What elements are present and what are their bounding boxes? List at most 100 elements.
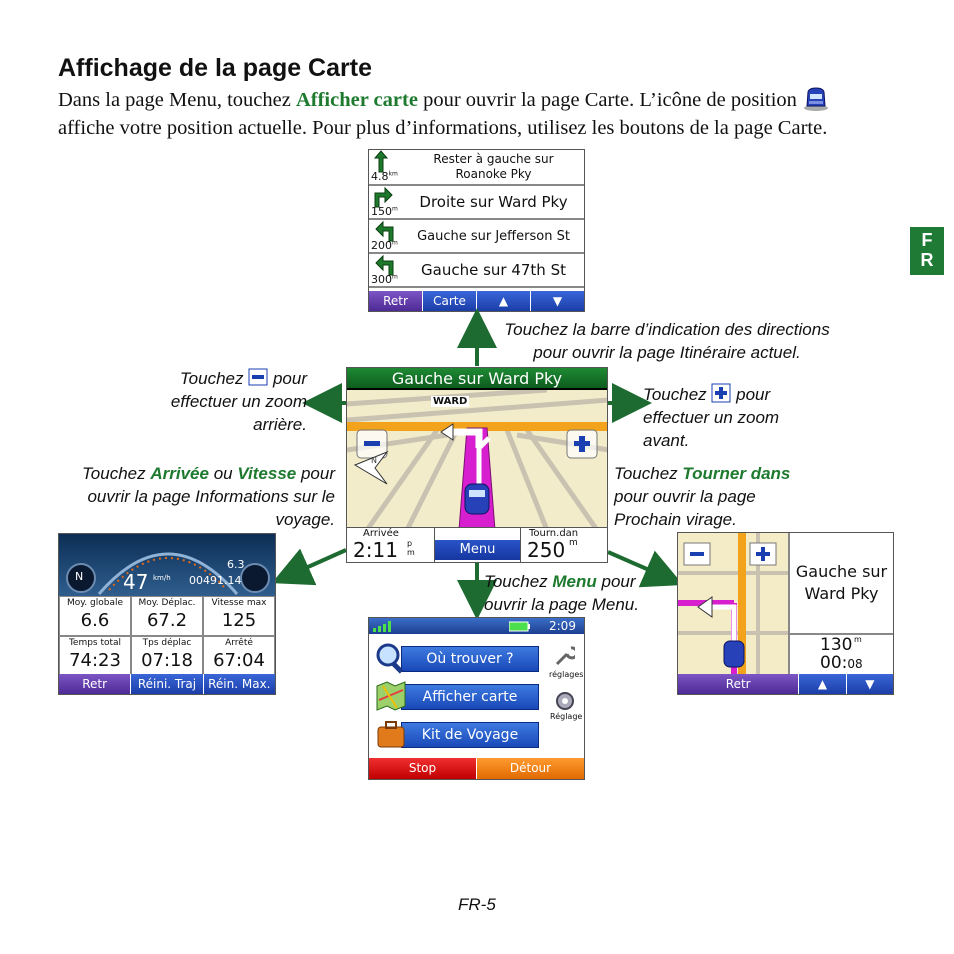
- caption-line: pour ouvrir la page Itinéraire actuel.: [533, 343, 801, 362]
- view-map-button[interactable]: Afficher carte: [401, 684, 539, 710]
- trip-odometer-value: 6.3: [227, 558, 245, 571]
- caption-text: Touchez: [484, 572, 553, 591]
- caption-text: pour: [596, 572, 636, 591]
- turn-distance-unit: m: [854, 635, 862, 644]
- odometer-value: 00491.14: [189, 574, 242, 587]
- reset-trip-button[interactable]: Réini. Traj: [131, 674, 204, 694]
- back-button[interactable]: Retr: [59, 674, 132, 694]
- speedometer-gauge-icon: [66, 552, 270, 595]
- clock-time: 2:09: [549, 619, 576, 633]
- caption-highlight: Menu: [552, 572, 597, 591]
- trip-cell-label: Arrêté: [225, 638, 253, 648]
- where-to-item[interactable]: Où trouver ?: [375, 642, 539, 674]
- street-label: WARD: [431, 396, 470, 407]
- route-instruction: Rester à gauche sur: [433, 152, 554, 166]
- battery-icon: [509, 621, 530, 632]
- compass-label: N: [371, 456, 377, 465]
- route-distance: 200: [371, 239, 392, 252]
- trip-cell[interactable]: Vitesse max 125: [203, 596, 275, 636]
- scroll-up-button[interactable]: ▲: [477, 291, 531, 311]
- page-title: Affichage de la page Carte: [58, 54, 372, 82]
- scroll-down-button[interactable]: ▼: [846, 674, 893, 694]
- arrival-value: 2:11: [353, 538, 398, 562]
- trip-cell-value: 74:23: [69, 650, 121, 671]
- route-distance-unit: m: [392, 205, 398, 213]
- turn-left-arrow-icon: 300m: [369, 253, 403, 287]
- turn-distance: 130: [820, 635, 853, 655]
- reset-max-button[interactable]: Réin. Max.: [203, 674, 275, 694]
- next-turn-info: Gauche sur Ward Pky 130 m 00:08: [788, 533, 893, 675]
- route-row[interactable]: 4.8km Rester à gauche sur Roanoke Pky: [369, 150, 584, 186]
- caption-text: Touchez: [614, 464, 683, 483]
- trip-cell-label: Vitesse max: [211, 598, 267, 608]
- status-bar: 2:09: [369, 618, 584, 634]
- turn-right-arrow-icon: 150m: [369, 185, 403, 219]
- stop-button[interactable]: Stop: [369, 758, 477, 779]
- caption-line: Prochain virage.: [614, 510, 737, 529]
- back-button[interactable]: Retr: [369, 291, 423, 311]
- caption-text: Touchez: [643, 385, 707, 404]
- arrival-suffix-top: p: [407, 539, 413, 548]
- caption-line: ouvrir la page Menu.: [484, 595, 639, 614]
- turn-left-arrow-icon: 200m: [369, 219, 403, 253]
- route-distance: 4.8: [371, 170, 389, 183]
- arrow-down-right: [607, 550, 684, 588]
- map-button[interactable]: Carte: [423, 291, 477, 311]
- signal-strength-icon: [373, 621, 391, 632]
- trip-cell-label: Moy. globale: [66, 598, 124, 608]
- turn-softkey-bar: Retr ▲ ▼: [678, 674, 893, 694]
- trip-cell-label: Tps déplac: [142, 638, 192, 648]
- route-row[interactable]: 150m Droite sur Ward Pky: [369, 186, 584, 220]
- scroll-up-button[interactable]: ▲: [799, 674, 847, 694]
- menu-button[interactable]: Menu: [435, 540, 520, 560]
- direction-bar[interactable]: Gauche sur Ward Pky: [347, 368, 607, 390]
- route-row[interactable]: 200m Gauche sur Jefferson St: [369, 220, 584, 254]
- caption-line: voyage.: [275, 510, 335, 529]
- turn-distance-value: 250: [527, 538, 566, 562]
- caption-line: ouvrir la page Informations sur le: [87, 487, 335, 506]
- intro-link-afficher-carte: Afficher carte: [295, 89, 418, 111]
- wrench-icon[interactable]: [553, 644, 575, 668]
- caption-trip-info: Touchez Arrivée ou Vitesse pour ouvrir l…: [62, 462, 335, 531]
- trip-cell-value: 125: [221, 610, 257, 631]
- trip-cell-label: Temps total: [68, 638, 122, 648]
- settings-gear-icon[interactable]: [553, 690, 577, 712]
- keep-left-arrow-icon: 4.8km: [369, 150, 403, 184]
- heading-value: N: [75, 570, 84, 583]
- map-view[interactable]: [347, 390, 608, 530]
- travel-kit-item[interactable]: Kit de Voyage: [375, 718, 539, 750]
- vehicle-icon: [723, 640, 745, 668]
- trip-cell[interactable]: Temps total 74:23: [59, 636, 131, 676]
- scroll-down-button[interactable]: ▼: [531, 291, 584, 311]
- next-turn-map[interactable]: [678, 533, 788, 675]
- page-number: FR-5: [458, 895, 496, 914]
- route-instruction: Droite sur Ward Pky: [419, 193, 568, 211]
- lang-letter-2: R: [920, 250, 934, 270]
- trip-cell[interactable]: Moy. Déplac.67.2: [131, 596, 203, 636]
- caption-line: effectuer un zoom: [170, 392, 307, 411]
- turn-time-seconds: 08: [847, 657, 863, 671]
- route-instruction: Gauche sur Jefferson St: [417, 228, 570, 244]
- view-map-item[interactable]: Afficher carte: [375, 680, 539, 712]
- detour-button[interactable]: Détour: [477, 758, 584, 779]
- caption-route-bar: Touchez la barre d’indication des direct…: [497, 318, 837, 364]
- next-turn-field[interactable]: Tourn.dan 250 m: [521, 528, 607, 562]
- route-instruction: Gauche sur 47th St: [421, 261, 566, 279]
- route-list-screen: 4.8km Rester à gauche sur Roanoke Pky 15…: [368, 149, 585, 312]
- settings-label: Réglage: [550, 712, 583, 721]
- travel-kit-button[interactable]: Kit de Voyage: [401, 722, 539, 748]
- zoom-out-icon: [248, 368, 268, 386]
- where-to-button[interactable]: Où trouver ?: [401, 646, 539, 672]
- speedometer-panel: N 47 km/h 6.3 00491.14: [59, 534, 275, 596]
- back-button[interactable]: Retr: [678, 674, 800, 694]
- caption-text: Touchez: [81, 464, 151, 483]
- caption-line: pour ouvrir la page: [614, 487, 756, 506]
- route-softkey-bar: Retr Carte ▲ ▼: [369, 291, 584, 311]
- route-row[interactable]: 300m Gauche sur 47th St: [369, 254, 584, 288]
